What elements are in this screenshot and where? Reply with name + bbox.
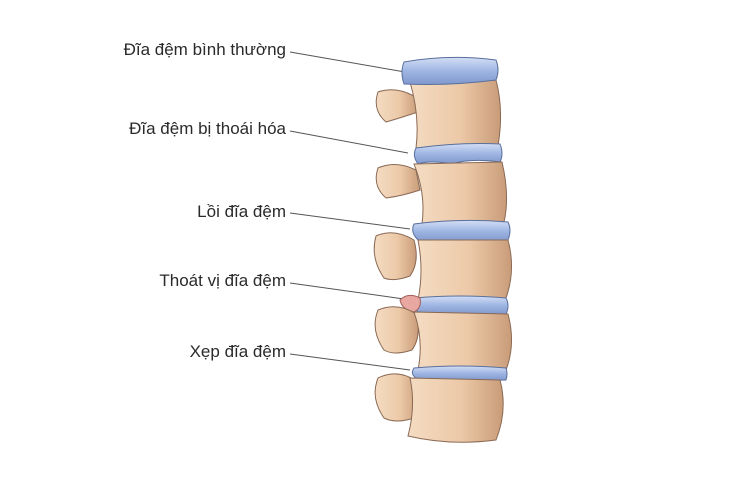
disc-degenerated <box>413 143 503 165</box>
label-collapsed-disc: Xẹp đĩa đệm <box>189 342 286 361</box>
disc-bulge <box>412 219 511 243</box>
vertebra-1 <box>375 79 502 149</box>
label-herniated-disc: Thoát vị đĩa đệm <box>159 271 286 290</box>
vertebra-3 <box>373 232 512 301</box>
leader-line-degenerated <box>289 130 409 154</box>
disc-collapse <box>411 365 508 382</box>
label-normal-disc: Đĩa đệm bình thường <box>123 40 286 59</box>
leader-line-bulge <box>289 212 411 230</box>
leader-lines <box>289 51 411 371</box>
leader-line-herniation <box>289 282 405 300</box>
vertebra-2 <box>375 161 508 225</box>
leader-line-collapse <box>289 353 411 371</box>
vertebra-4 <box>374 306 512 371</box>
leader-line-normal <box>289 51 406 73</box>
label-degenerated-disc: Đĩa đệm bị thoái hóa <box>129 119 286 138</box>
vertebra-5 <box>374 373 504 443</box>
label-bulging-disc: Lồi đĩa đệm <box>197 202 286 221</box>
disc-normal <box>401 56 499 85</box>
